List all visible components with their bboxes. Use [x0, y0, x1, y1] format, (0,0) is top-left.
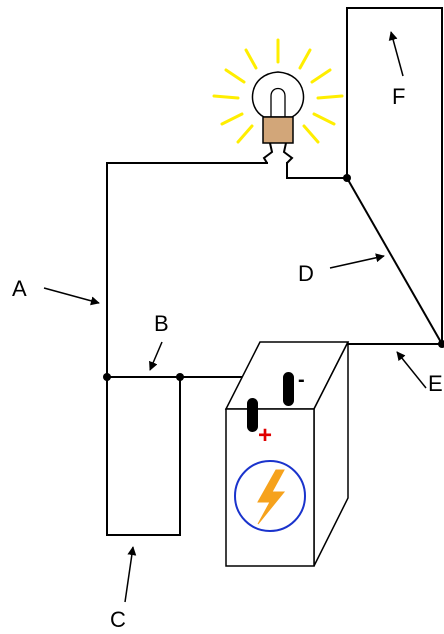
arrow-a [43, 287, 100, 306]
junction-dot [438, 340, 444, 348]
battery-negative-terminal [283, 372, 294, 406]
junction-dot [343, 174, 351, 182]
arrow-d [329, 253, 385, 269]
label-a: A [12, 276, 27, 301]
arrow-b [149, 341, 163, 371]
label-c: C [110, 607, 126, 632]
light-bulb-icon [212, 38, 344, 164]
wires [106, 7, 444, 536]
label-f: F [392, 84, 405, 109]
wire-d [345, 176, 444, 346]
junction-dot [103, 373, 111, 381]
battery-positive-label: + [258, 422, 272, 449]
wire-f [346, 7, 443, 345]
labels: A B C D E F [12, 31, 443, 632]
bulb-glass [251, 71, 305, 118]
glow-rays [212, 38, 344, 144]
battery: - + [224, 341, 350, 567]
arrow-c [124, 546, 137, 603]
junctions [103, 174, 444, 381]
junction-dot [176, 373, 184, 381]
bulb-filament [270, 87, 286, 117]
label-b: B [154, 311, 169, 336]
wire-a [106, 162, 268, 377]
bulb-lead-right [282, 142, 294, 164]
arrow-f [388, 31, 404, 77]
wire-c [106, 376, 181, 536]
label-e: E [428, 371, 443, 396]
battery-positive-terminal [247, 398, 258, 432]
arrow-e [396, 351, 427, 389]
bulb-base [262, 116, 294, 144]
wire-bulb-right [286, 162, 348, 179]
battery-negative-label: - [298, 369, 305, 391]
label-d: D [298, 261, 314, 286]
bulb-lead-left [262, 142, 274, 164]
lightning-bolt-icon [234, 460, 306, 532]
